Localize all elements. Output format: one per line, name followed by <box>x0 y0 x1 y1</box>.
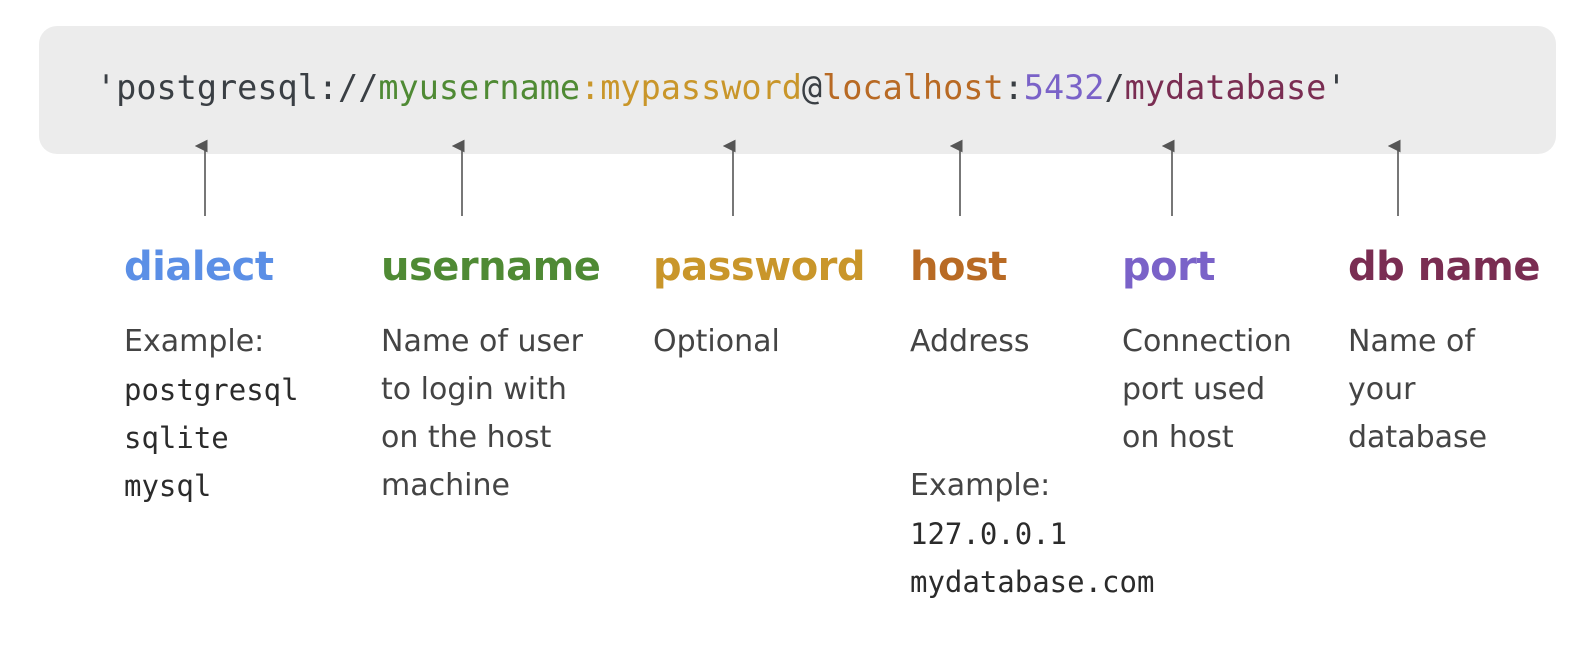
url-username: myusername <box>378 68 581 107</box>
url-quote-open: ' <box>96 68 117 107</box>
host-example-label: Example: <box>910 468 1051 503</box>
url-scheme-separator: :// <box>317 68 379 107</box>
port-description: Connection port used on host <box>1122 318 1292 462</box>
dialect-desc-line: Example: <box>124 324 265 359</box>
connection-string-box <box>39 26 1556 154</box>
url-port-separator: : <box>1003 68 1024 107</box>
url-quote-close: ' <box>1326 68 1347 107</box>
dialect-example-postgresql: postgresql <box>124 373 299 407</box>
port-desc-line: on host <box>1122 420 1234 455</box>
dbname-desc-line: your <box>1348 372 1416 407</box>
dialect-title: dialect <box>124 244 274 290</box>
username-description: Name of user to login with on the host m… <box>381 318 583 510</box>
port-desc-line: Connection <box>1122 324 1292 359</box>
url-at-separator: @ <box>801 68 823 107</box>
connection-string: 'postgresql://myusername:mypassword@loca… <box>96 68 1347 108</box>
url-dialect: postgresql <box>116 68 318 107</box>
username-title: username <box>381 244 601 290</box>
username-desc-line: machine <box>381 468 510 503</box>
host-description: Address Example: 127.0.0.1 mydatabase.co… <box>910 318 1154 606</box>
password-title: password <box>653 244 866 290</box>
url-port: 5432 <box>1023 68 1105 107</box>
url-slash-separator: / <box>1104 68 1125 107</box>
host-desc-line: Address <box>910 324 1030 359</box>
dbname-title: db name <box>1348 244 1540 290</box>
dbname-desc-line: Name of <box>1348 324 1475 359</box>
password-description: Optional <box>653 318 780 366</box>
dialect-description: Example: postgresql sqlite mysql <box>124 318 299 510</box>
username-desc-line: on the host <box>381 420 552 455</box>
dbname-desc-line: database <box>1348 420 1488 455</box>
dialect-example-mysql: mysql <box>124 469 212 503</box>
url-host: localhost <box>822 68 1004 107</box>
spacer <box>910 366 1154 414</box>
url-dbname: mydatabase <box>1124 68 1327 107</box>
host-example-ip: 127.0.0.1 <box>910 517 1068 551</box>
port-desc-line: port used <box>1122 372 1266 407</box>
spacer <box>910 414 1154 462</box>
username-desc-line: to login with <box>381 372 567 407</box>
password-desc-line: Optional <box>653 324 780 359</box>
url-password: mypassword <box>600 68 802 107</box>
dbname-description: Name of your database <box>1348 318 1487 462</box>
host-title: host <box>910 244 1007 290</box>
url-colon-separator: : <box>580 68 601 107</box>
username-desc-line: Name of user <box>381 324 583 359</box>
port-title: port <box>1122 244 1215 290</box>
host-example-domain: mydatabase.com <box>910 565 1155 599</box>
dialect-example-sqlite: sqlite <box>124 421 229 455</box>
